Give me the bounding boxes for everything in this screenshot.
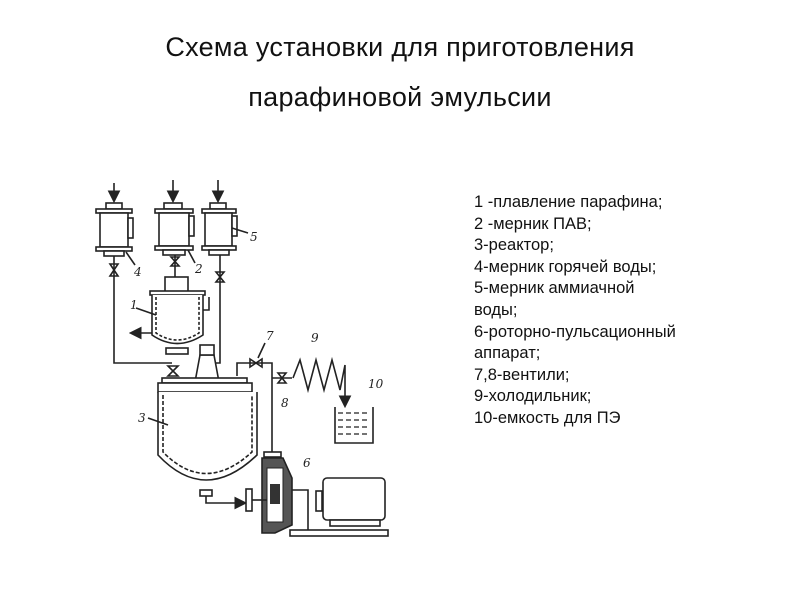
electric-motor: [289, 477, 389, 537]
legend-item: 2 -мерник ПАВ;: [474, 214, 592, 233]
diagram-number-labels: 4 2 5 1 7 9 8 10 3 6: [125, 227, 384, 470]
slide-title-line-1: Схема установки для приготовления: [165, 32, 635, 62]
legend-item: 5-мерник аммиачной: [474, 279, 635, 298]
label-3: 3: [138, 411, 146, 425]
label-2: 2: [194, 262, 203, 276]
reactor: [157, 377, 258, 497]
rotor-pulsation-apparatus: [245, 451, 309, 534]
legend-item: 7,8-вентили;: [474, 365, 570, 384]
label-4: 4: [133, 265, 142, 279]
label-7: 7: [266, 329, 274, 343]
valves: [108, 256, 288, 384]
paraffin-melting-vessel: [149, 276, 206, 355]
valve-7: [249, 357, 263, 369]
legend-item: 3-реактор;: [474, 236, 554, 255]
label-10: 10: [368, 377, 384, 391]
surfactant-measuring-tank: [154, 202, 195, 256]
label-5: 5: [250, 230, 258, 244]
legend-item: воды;: [474, 300, 518, 319]
legend-item: 9-холодильник;: [474, 387, 592, 406]
legend-item: 6-роторно-пульсационный: [474, 322, 676, 341]
label-1: 1: [130, 298, 138, 312]
legend-item: 1 -плавление парафина;: [474, 193, 663, 211]
legend: 1 -плавление парафина; 2 -мерник ПАВ; 3-…: [474, 192, 676, 430]
label-8: 8: [281, 396, 289, 410]
legend-item: аппарат;: [474, 344, 541, 363]
feed-arrows: [107, 180, 225, 204]
legend-item: 10-емкость для ПЭ: [474, 408, 621, 427]
ammonia-water-measuring-tank: [201, 202, 238, 256]
hot-water-measuring-tank: [95, 202, 134, 257]
label-6: 6: [303, 456, 311, 470]
label-9: 9: [311, 331, 319, 345]
emulsion-container: [334, 407, 374, 444]
legend-item: 4-мерник горячей воды;: [474, 257, 657, 276]
valve-8: [276, 372, 288, 384]
slide-title-line-2: парафиновой эмульсии: [248, 82, 552, 112]
rpa-drive-housing: [194, 344, 220, 383]
